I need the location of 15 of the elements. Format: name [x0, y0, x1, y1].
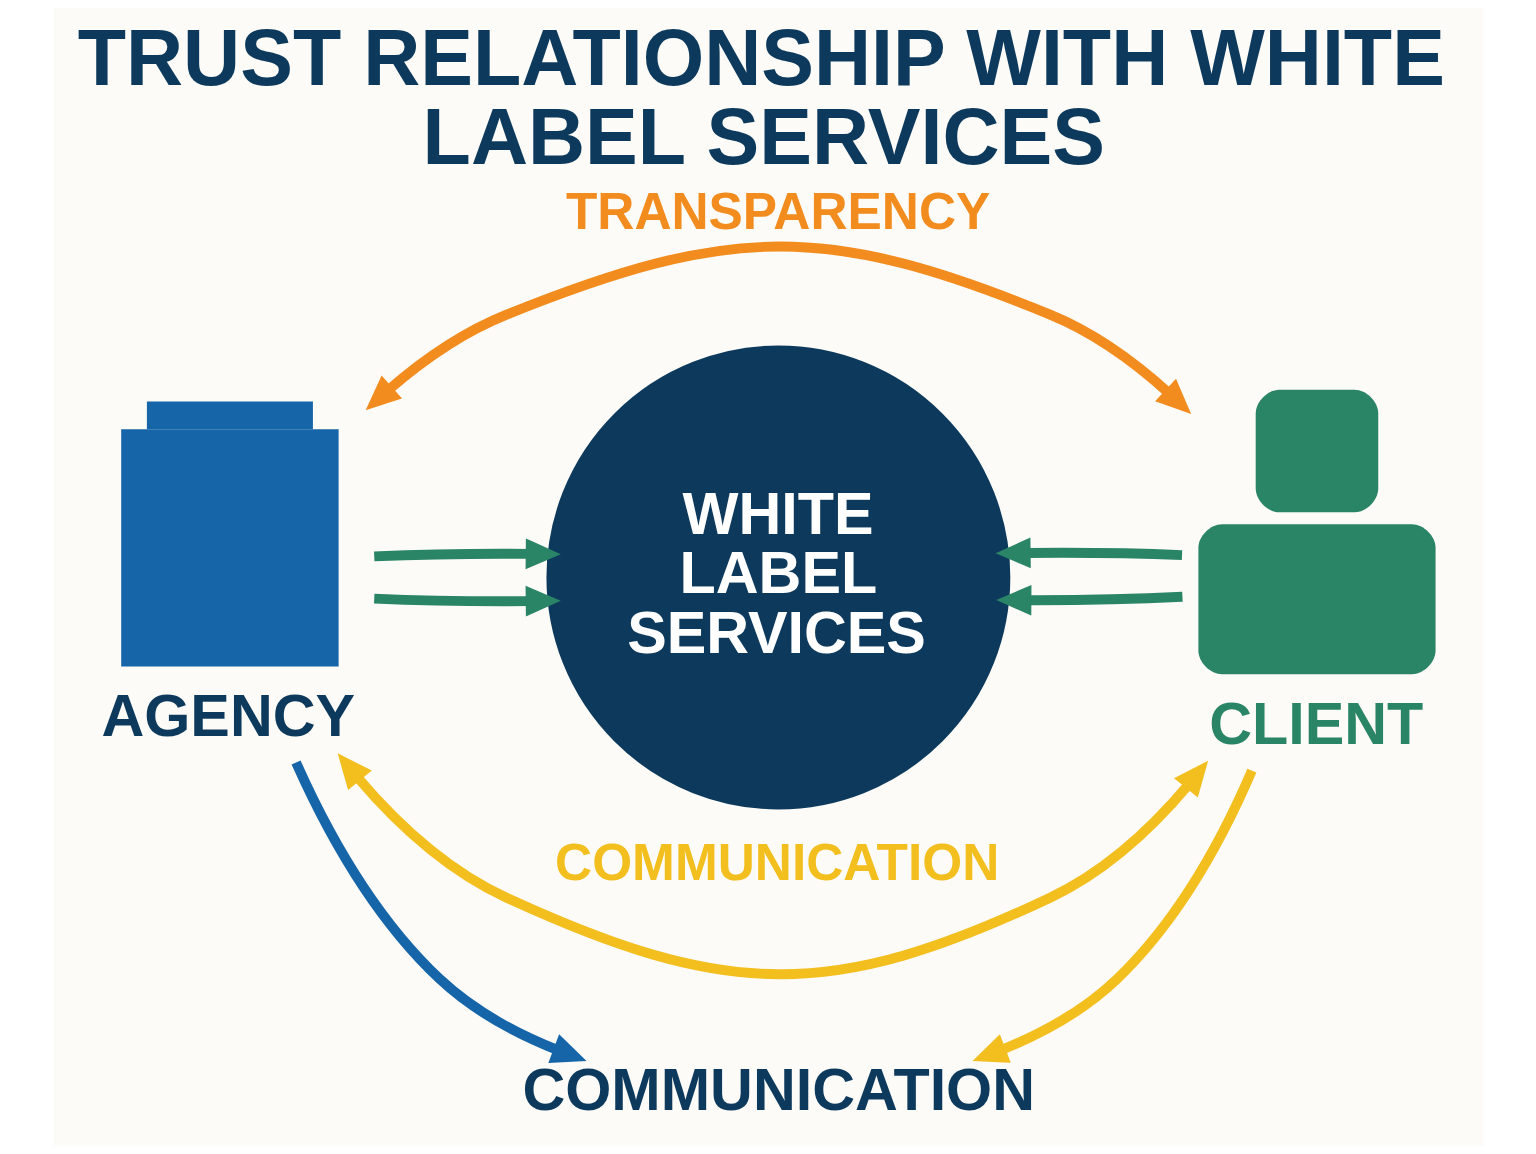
- edge-label: COMMUNICATION: [554, 832, 999, 891]
- arrow: [291, 760, 586, 1063]
- arrow: [365, 241, 1191, 415]
- node-text: COMMUNICATION: [521, 1056, 1035, 1124]
- node-label: CLIENT: [1208, 689, 1423, 757]
- edge-label: TRANSPARENCY: [565, 182, 990, 241]
- arrow: [972, 768, 1256, 1063]
- arrow: [995, 537, 1182, 569]
- node-circle: WHITE LABEL SERVICES: [545, 345, 1010, 810]
- diagram-title: TRUST RELATIONSHIP WITH WHITE LABEL SERVICES: [77, 13, 1445, 182]
- arrow: [373, 585, 561, 617]
- arrow: [337, 753, 1208, 980]
- arrow: [995, 584, 1183, 616]
- arrow: [373, 538, 561, 570]
- node-label: AGENCY: [100, 681, 355, 749]
